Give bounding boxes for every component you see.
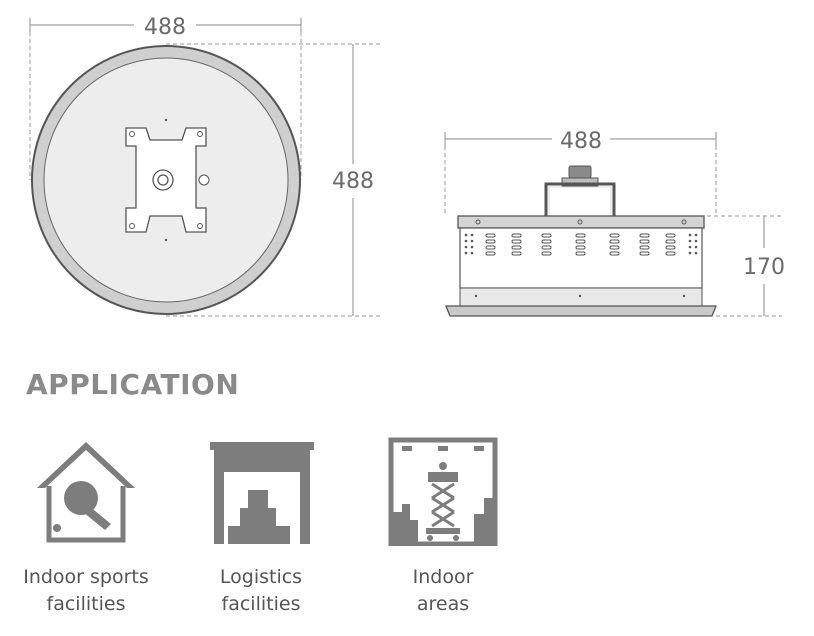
side-view-luminaire: [445, 165, 717, 317]
indoor-label-line2: areas: [416, 593, 470, 615]
top-guide-lines: [29, 25, 380, 317]
sports-label-line1: Indoor sports: [23, 566, 149, 588]
application-item-logistics: Logistics facilities: [181, 436, 341, 618]
application-heading: APPLICATION: [26, 368, 240, 401]
warehouse-boxes-icon: [210, 442, 314, 544]
application-item-indoor-areas: Indoor areas: [363, 436, 523, 618]
logistics-label-line1: Logistics: [219, 566, 303, 588]
dimension-drawing: 488 488 488: [29, 15, 785, 317]
scissor-lift-icon: [388, 437, 498, 546]
indoor-label-line1: Indoor: [412, 566, 474, 588]
logistics-label-line2: facilities: [221, 593, 301, 615]
side-height-label: 170: [743, 255, 785, 280]
side-width-label: 488: [560, 129, 602, 154]
table-tennis-house-icon: [37, 442, 135, 543]
top-width-label: 488: [144, 15, 186, 40]
top-height-label: 488: [332, 169, 374, 194]
application-item-sports: Indoor sports facilities: [6, 436, 166, 618]
top-view-luminaire: [31, 45, 301, 315]
side-guide-lines: [444, 139, 782, 317]
sports-label-line2: facilities: [46, 593, 126, 615]
